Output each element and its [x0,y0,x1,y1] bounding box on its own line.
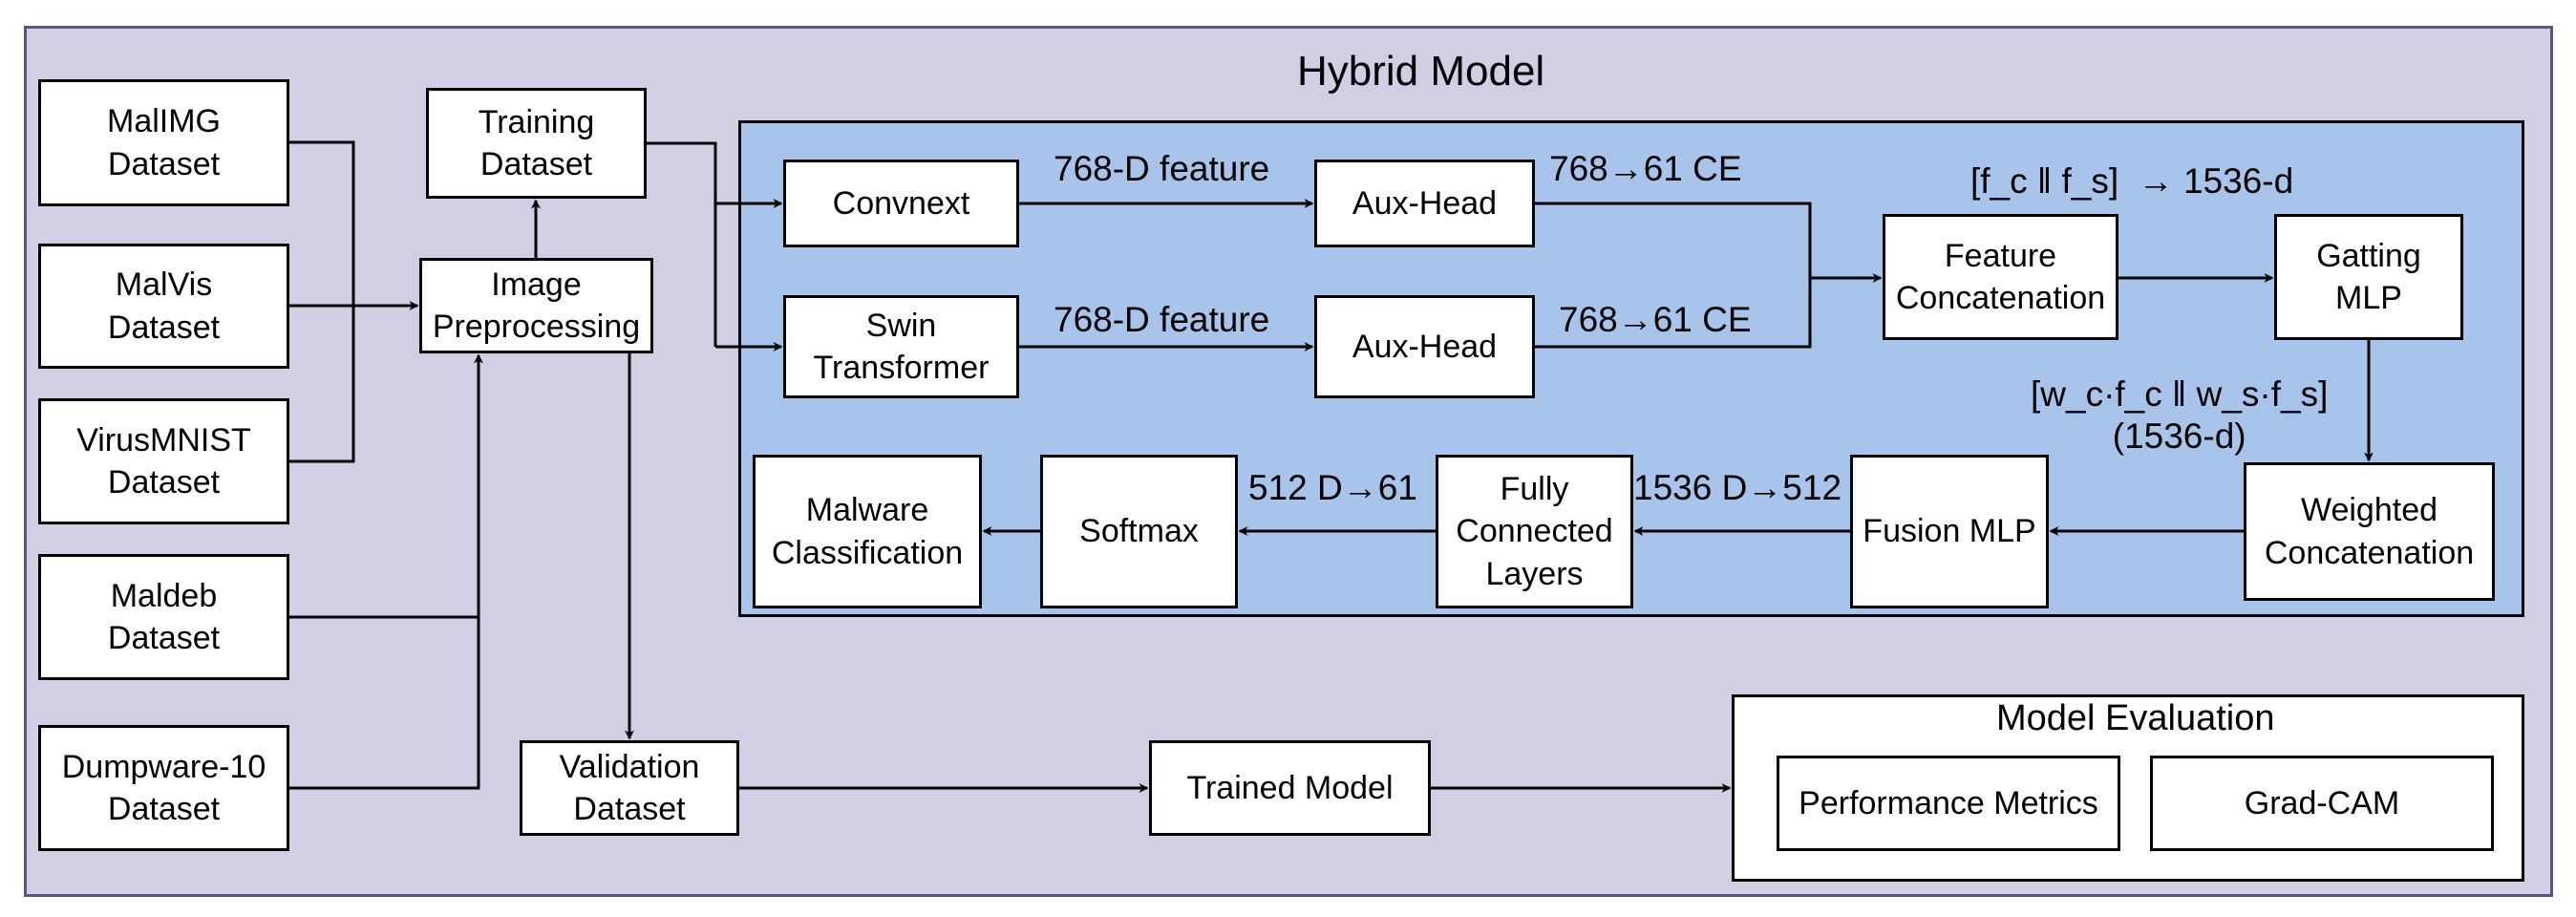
training-dataset-node: Training Dataset [426,88,647,199]
edge-label-weighted-formula: [w_c·f_c ‖ w_s·f_s] (1536-d) [2031,374,2329,457]
trained-model-node: Trained Model [1149,740,1431,836]
edge-label-ce-bottom: 768→61 CE [1559,300,1752,339]
edge-label-fc-to-softmax: 512 D→61 [1248,468,1417,507]
swin-transformer-node: Swin Transformer [783,295,1019,398]
malimg-dataset-node: MalIMG Dataset [38,79,289,206]
grad-cam-node: Grad-CAM [2150,756,2494,851]
virusmnist-dataset-node: VirusMNIST Dataset [38,398,289,524]
edge-training-split [647,141,717,347]
maldeb-dataset-node: Maldeb Dataset [38,554,289,680]
gating-mlp-node: Gatting MLP [2274,214,2463,340]
edge-label-feature-top: 768-D feature [1054,149,1270,188]
model-evaluation-title: Model Evaluation [1996,698,2275,738]
fully-connected-layers-node: Fully Connected Layers [1436,455,1633,608]
feature-concatenation-node: Feature Concatenation [1883,214,2118,340]
convnext-node: Convnext [783,160,1019,247]
edge-label-feature-bottom: 768-D feature [1054,300,1270,339]
edge-upper-datasets-bracket [289,140,355,463]
malware-classification-node: Malware Classification [753,455,982,608]
edge-auxheads-merge [1535,202,1812,349]
aux-head-bottom-node: Aux-Head [1314,295,1535,398]
performance-metrics-node: Performance Metrics [1777,756,2120,851]
image-preprocessing-node: Image Preprocessing [419,258,653,353]
aux-head-top-node: Aux-Head [1314,160,1535,247]
dumpware10-dataset-node: Dumpware-10 Dataset [38,725,289,851]
malvis-dataset-node: MalVis Dataset [38,244,289,369]
weighted-concatenation-node: Weighted Concatenation [2244,462,2495,601]
fusion-mlp-node: Fusion MLP [1850,455,2049,608]
validation-dataset-node: Validation Dataset [520,740,739,836]
edge-label-fusion-to-fc: 1536 D→512 [1633,468,1842,507]
edge-dumpware-to-preprocessing [289,353,483,790]
edge-label-ce-top: 768→61 CE [1549,149,1742,188]
hybrid-model-title: Hybrid Model [1297,48,1545,95]
softmax-node: Softmax [1040,455,1238,608]
edge-label-concat-dim: [f_c ‖ f_s] → 1536-d [1970,161,2294,201]
